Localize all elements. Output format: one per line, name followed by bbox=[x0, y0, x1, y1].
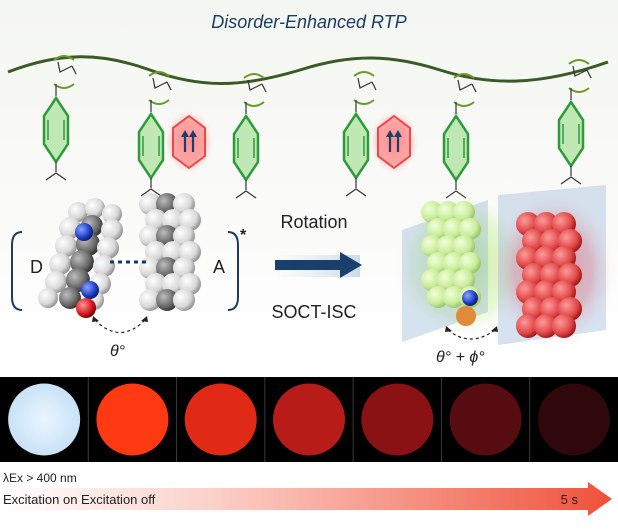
figure-title: Disorder-Enhanced RTP bbox=[211, 12, 406, 32]
atom-sphere bbox=[453, 235, 475, 257]
atom-sphere bbox=[81, 281, 99, 299]
acceptor-ring bbox=[377, 114, 411, 170]
afterglow-disk bbox=[8, 383, 81, 456]
atom-sphere bbox=[38, 288, 58, 308]
excitation-wavelength: λEx > 400 nm bbox=[3, 471, 77, 485]
atom-sphere bbox=[516, 314, 540, 338]
atom-sphere bbox=[59, 287, 81, 309]
acceptor-ring bbox=[172, 114, 206, 170]
rotated-molecule bbox=[421, 201, 582, 338]
monomer-unit bbox=[342, 71, 420, 197]
atom-sphere bbox=[101, 219, 123, 241]
right-bracket bbox=[227, 231, 239, 311]
acceptor-label: A bbox=[213, 257, 225, 277]
theta-phi-arrowhead-right bbox=[491, 326, 498, 332]
timeline-arrow bbox=[0, 482, 612, 516]
theta-phi-label: θ° + ϕ° bbox=[436, 349, 485, 366]
monomer-unit bbox=[442, 73, 477, 199]
atom-sphere bbox=[427, 252, 449, 274]
atom-sphere bbox=[102, 204, 122, 224]
afterglow-disk bbox=[96, 383, 169, 456]
atom-sphere bbox=[443, 218, 465, 240]
monomer-unit bbox=[42, 55, 77, 181]
afterglow-disk bbox=[273, 383, 345, 456]
atom-sphere bbox=[421, 201, 443, 223]
atom-sphere bbox=[443, 286, 465, 308]
afterglow-disk bbox=[184, 383, 257, 456]
theta-arrowhead-left bbox=[92, 316, 99, 322]
atom-sphere bbox=[453, 201, 475, 223]
atom-sphere bbox=[437, 269, 459, 291]
left-bracket bbox=[11, 231, 23, 311]
atom-sphere bbox=[534, 314, 558, 338]
atom-sphere bbox=[93, 255, 115, 277]
donor-label: D bbox=[30, 257, 43, 277]
socti-label: SOCT-ISC bbox=[271, 302, 356, 322]
atom-sphere bbox=[68, 202, 88, 222]
atom-sphere bbox=[97, 237, 119, 259]
atom-sphere bbox=[173, 289, 195, 311]
monomer-row bbox=[42, 55, 592, 199]
excitation-note: Excitation on Excitation off bbox=[3, 492, 156, 507]
atom-sphere bbox=[459, 252, 481, 274]
atom-sphere bbox=[55, 235, 77, 257]
atom-sphere bbox=[437, 235, 459, 257]
rotation-label: Rotation bbox=[280, 212, 347, 232]
excited-mark: * bbox=[240, 227, 247, 244]
monomer-unit bbox=[232, 73, 267, 199]
atom-sphere bbox=[427, 218, 449, 240]
atom-sphere bbox=[85, 198, 105, 218]
rotation-indicator-icon bbox=[243, 73, 265, 79]
theta-label: θ° bbox=[110, 343, 126, 360]
afterglow-disk bbox=[537, 383, 610, 456]
rotation-indicator-icon bbox=[148, 71, 170, 77]
afterglow-disk bbox=[449, 383, 522, 456]
atom-sphere bbox=[456, 306, 476, 326]
atom-sphere bbox=[453, 269, 475, 291]
monomer-unit bbox=[557, 59, 592, 185]
rotation-indicator-icon bbox=[568, 59, 590, 65]
afterglow-disk bbox=[361, 383, 434, 456]
theta-phi-rotation-arrow bbox=[447, 329, 496, 340]
donor-acceptor-molecule bbox=[38, 193, 201, 318]
polymer-backbone bbox=[7, 55, 609, 85]
atom-sphere bbox=[443, 252, 465, 274]
atom-sphere bbox=[70, 250, 94, 274]
atom-sphere bbox=[459, 218, 481, 240]
atom-sphere bbox=[49, 253, 71, 275]
rotation-arrow-shaft bbox=[275, 260, 343, 270]
theta-phi-arrowhead-left bbox=[445, 326, 452, 332]
atom-sphere bbox=[421, 269, 443, 291]
afterglow-frames bbox=[8, 377, 610, 462]
atom-sphere bbox=[462, 290, 478, 306]
rotation-indicator-icon bbox=[53, 55, 75, 61]
monomer-unit bbox=[137, 71, 215, 197]
rotation-indicator-icon bbox=[453, 73, 475, 79]
atom-sphere bbox=[437, 201, 459, 223]
rotation-arrow-head bbox=[340, 252, 362, 278]
timeline-end-label: 5 s bbox=[561, 492, 579, 507]
atom-sphere bbox=[552, 314, 576, 338]
rotation-indicator-icon bbox=[353, 71, 375, 77]
atom-sphere bbox=[421, 235, 443, 257]
atom-sphere bbox=[156, 289, 178, 311]
atom-sphere bbox=[45, 271, 67, 293]
atom-sphere bbox=[76, 298, 96, 318]
atom-sphere bbox=[139, 289, 161, 311]
theta-arrowhead-right bbox=[141, 316, 148, 322]
atom-sphere bbox=[75, 223, 93, 241]
atom-sphere bbox=[427, 286, 449, 308]
